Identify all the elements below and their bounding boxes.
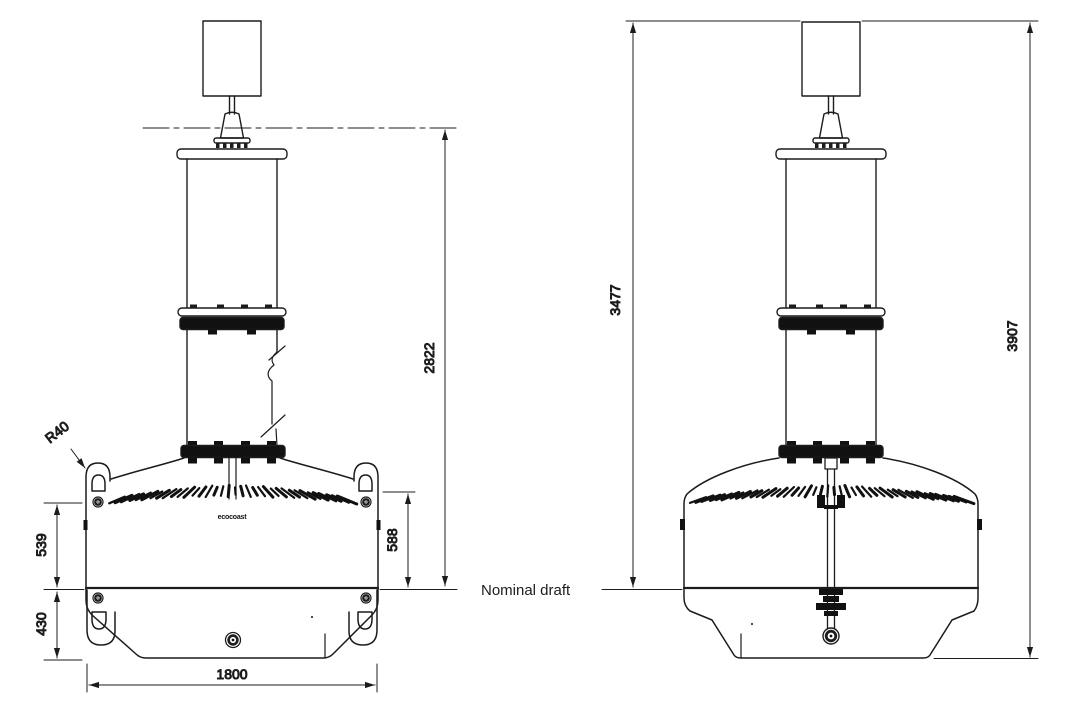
logo-text: ecocoast	[218, 514, 248, 521]
radius-callout: R40	[41, 417, 86, 469]
dimension-430-value: 430	[33, 612, 49, 636]
radius-callout-label: R40	[42, 418, 72, 447]
dimension-539-value: 539	[33, 533, 49, 557]
front-shoulder-left	[110, 457, 185, 480]
dimension-1800-value: 1800	[216, 666, 247, 682]
side-hull	[680, 457, 982, 659]
front-padeye-top-left	[85, 462, 111, 589]
lantern-bolts	[216, 143, 248, 148]
dimension-1800: 1800	[86, 663, 378, 693]
dimension-588: 588	[382, 491, 416, 588]
side-deck-hatch-pattern	[688, 484, 976, 506]
deck-bolt	[92, 496, 104, 508]
side-mooring-rod	[816, 457, 846, 645]
side-mast-base-collar	[778, 444, 884, 459]
lantern-cone	[219, 111, 245, 139]
front-mast-top-plate	[176, 148, 288, 160]
side-view	[680, 21, 982, 659]
deck-bolt	[92, 592, 104, 604]
front-mast-collar	[179, 316, 285, 331]
side-mast	[775, 148, 887, 464]
front-bottom-fitting	[224, 631, 242, 649]
dimension-3477-value: 3477	[607, 284, 623, 315]
dimension-430: 430	[33, 591, 83, 661]
front-lower-hull	[85, 587, 379, 659]
front-padeye-bottom-right	[348, 589, 378, 646]
front-padeye-top-right	[353, 462, 379, 589]
front-mast-ring	[177, 307, 287, 317]
nominal-draft-label: Nominal draft	[481, 582, 571, 599]
front-light-assembly	[213, 95, 251, 148]
front-view: ecocoast	[83, 20, 381, 659]
front-mast-base-collar	[180, 444, 286, 459]
break-line	[260, 345, 286, 447]
side-shoulder-right	[882, 457, 979, 589]
dimensions: 2822 588 539 430 1800	[33, 20, 1039, 693]
deck-bolt	[360, 496, 372, 508]
dimension-3907: 3907	[933, 22, 1039, 659]
dimension-3477: 3477	[601, 20, 1039, 590]
padeye-hole	[358, 474, 373, 492]
side-antenna-box	[801, 21, 861, 97]
front-shoulder-right	[279, 457, 354, 480]
padeye-hole	[91, 611, 107, 630]
side-light-assembly	[812, 95, 850, 148]
front-hull: ecocoast	[83, 457, 381, 659]
fender-tabs	[680, 519, 982, 530]
dimension-3907-value: 3907	[1004, 320, 1020, 351]
front-deck-hatch-pattern	[108, 483, 359, 506]
lantern-cone	[818, 111, 844, 139]
padeye-hole	[357, 611, 373, 630]
dimension-2822-value: 2822	[421, 342, 437, 373]
front-antenna-box	[202, 20, 262, 97]
dimension-2822: 2822	[379, 129, 458, 590]
fender-tabs	[83, 520, 381, 530]
front-mast	[176, 148, 288, 500]
padeye-hole	[91, 474, 106, 492]
dimension-588-value: 588	[384, 528, 400, 552]
side-mast-top-plate	[775, 148, 887, 160]
front-padeye-bottom-left	[86, 589, 116, 646]
dimension-539: 539	[33, 502, 85, 590]
side-mast-collar	[778, 316, 884, 331]
side-lower-hull	[683, 587, 979, 659]
side-bottom-eye	[822, 627, 840, 645]
deck-bolt	[360, 592, 372, 604]
side-shoulder-left	[683, 457, 780, 589]
side-mast-ring	[776, 307, 886, 317]
